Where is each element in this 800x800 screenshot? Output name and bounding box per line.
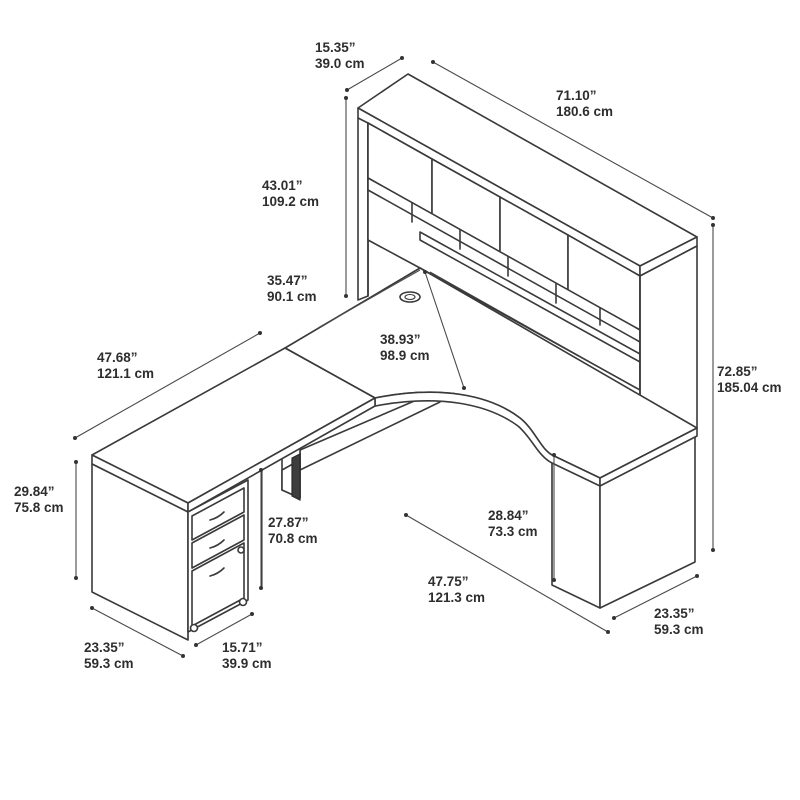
inches-value: 72.85”: [717, 364, 758, 379]
dimension-label-pedestal-depth: 23.35” 59.3 cm: [84, 640, 134, 672]
cm-value: 70.8 cm: [268, 531, 318, 546]
inches-value: 35.47”: [267, 273, 308, 288]
dimension-label-corner-side: 35.47” 90.1 cm: [267, 273, 317, 305]
cm-value: 180.6 cm: [556, 104, 614, 119]
return-desk-top: [91, 347, 376, 513]
inches-value: 47.68”: [97, 350, 138, 365]
inches-value: 29.84”: [14, 484, 55, 499]
dimension-label-desk-height: 29.84” 75.8 cm: [14, 484, 64, 516]
inches-value: 15.71”: [222, 640, 263, 655]
hutch: [357, 73, 698, 457]
dimension-lines: [73, 56, 715, 658]
dimension-label-desk-depth-right: 23.35” 59.3 cm: [654, 606, 704, 638]
dimension-label-pedestal-width: 15.71” 39.9 cm: [222, 640, 272, 672]
inches-value: 15.35”: [315, 40, 356, 55]
dimension-label-corner-diagonal: 38.93” 98.9 cm: [380, 332, 430, 364]
dimension-label-return-length: 47.68” 121.1 cm: [97, 350, 154, 382]
dimension-label-hutch-width: 71.10” 180.6 cm: [556, 88, 613, 120]
inches-value: 27.87”: [268, 515, 309, 530]
cm-value: 73.3 cm: [488, 524, 538, 539]
cm-value: 185.04 cm: [717, 380, 782, 395]
leg-block: [281, 453, 301, 501]
cm-value: 90.1 cm: [267, 289, 317, 304]
inches-value: 47.75”: [428, 574, 469, 589]
cm-value: 39.0 cm: [315, 56, 365, 71]
cm-value: 75.8 cm: [14, 500, 64, 515]
cm-value: 59.3 cm: [84, 656, 134, 671]
dimension-label-hutch-depth: 15.35” 39.0 cm: [315, 40, 365, 72]
dimension-label-knee-height-left: 27.87” 70.8 cm: [268, 515, 318, 547]
cm-value: 39.9 cm: [222, 656, 272, 671]
dimension-label-hutch-height: 43.01” 109.2 cm: [262, 178, 319, 210]
cm-value: 98.9 cm: [380, 348, 430, 363]
cm-value: 59.3 cm: [654, 622, 704, 637]
inches-value: 23.35”: [84, 640, 125, 655]
inches-value: 38.93”: [380, 332, 421, 347]
cm-value: 109.2 cm: [262, 194, 320, 209]
inches-value: 71.10”: [556, 88, 597, 103]
cm-value: 121.1 cm: [97, 366, 155, 381]
cm-value: 121.3 cm: [428, 590, 486, 605]
inches-value: 43.01”: [262, 178, 303, 193]
dimension-label-knee-height-right: 28.84” 73.3 cm: [488, 508, 538, 540]
inches-value: 23.35”: [654, 606, 695, 621]
dimension-label-desk-length: 47.75” 121.3 cm: [428, 574, 485, 606]
mobile-pedestal: [187, 479, 249, 633]
inches-value: 28.84”: [488, 508, 529, 523]
dimension-label-overall-height: 72.85” 185.04 cm: [717, 364, 782, 396]
